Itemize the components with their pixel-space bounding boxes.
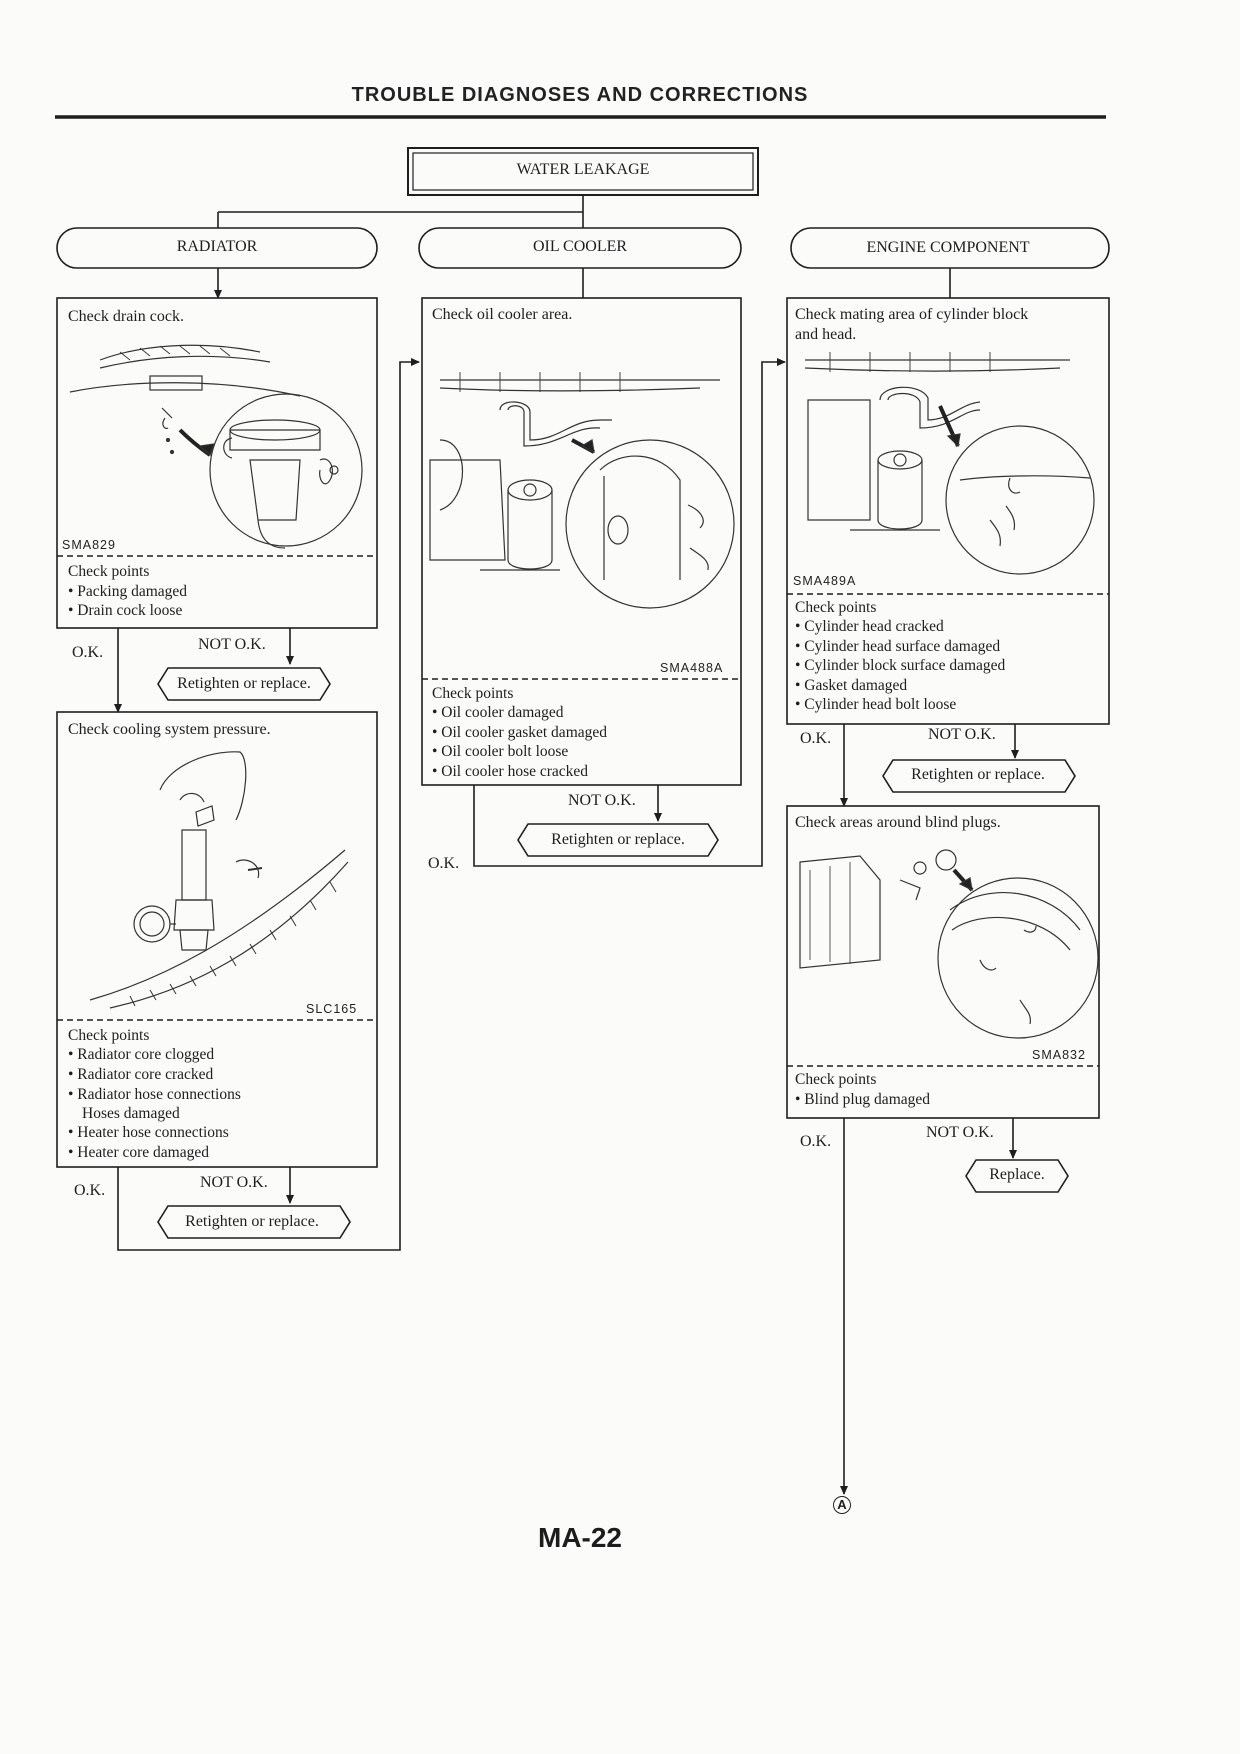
radiator-step1-box xyxy=(56,297,378,629)
oil-cooler-illustration xyxy=(429,372,735,609)
engine-step1-check-item: • Cylinder head surface damaged xyxy=(795,638,1001,655)
engine-step1-check-item: • Cylinder head cracked xyxy=(795,618,944,635)
radiator-step1-check-item: • Drain cock loose xyxy=(68,602,183,619)
radiator-action2-shape xyxy=(157,1205,351,1239)
engine-step1-check-item: • Gasket damaged xyxy=(795,677,908,694)
radiator-step2-check-item: • Radiator hose connections xyxy=(68,1086,241,1103)
engine-step2-box xyxy=(786,805,1100,1119)
engine-action2-shape xyxy=(965,1159,1069,1193)
engine-block-illustration xyxy=(804,352,1095,575)
radiator-step2-ok: O.K. xyxy=(74,1182,106,1199)
radiator-step2-box xyxy=(56,711,378,1168)
radiator-label: RADIATOR xyxy=(176,238,258,255)
start-label: WATER LEAKAGE xyxy=(516,161,650,178)
engine-step1-figure-code: SMA489A xyxy=(793,574,857,588)
engine-label: ENGINE COMPONENT xyxy=(866,239,1030,256)
engine-step1-action: Retighten or replace. xyxy=(911,766,1045,783)
page-number: MA-22 xyxy=(537,1522,623,1553)
engine-pill xyxy=(790,227,1110,269)
drain-cock-illustration xyxy=(69,344,363,549)
blind-plug-illustration xyxy=(799,849,1099,1039)
oil-cooler-ok: O.K. xyxy=(428,855,460,872)
engine-step1-box xyxy=(786,297,1110,725)
radiator-step1-ok: O.K. xyxy=(72,644,104,661)
oil-cooler-pill xyxy=(418,227,742,269)
radiator-step2-check-item: • Radiator core cracked xyxy=(68,1066,214,1083)
engine-step1-check-item: • Cylinder block surface damaged xyxy=(795,657,1006,674)
radiator-step1-not-ok: NOT O.K. xyxy=(198,636,266,653)
start-box-inner xyxy=(412,152,754,191)
engine-step2-figure-code: SMA832 xyxy=(1032,1048,1086,1062)
oil-cooler-check-item: • Oil cooler gasket damaged xyxy=(432,724,608,741)
radiator-action1-shape xyxy=(157,667,331,701)
radiator-step1-instruction: Check drain cock. xyxy=(68,308,184,325)
engine-step1-check-item: • Cylinder head bolt loose xyxy=(795,696,957,713)
engine-step1-ok: O.K. xyxy=(800,730,832,747)
oil-cooler-action-shape xyxy=(517,823,719,857)
connector-a: A xyxy=(833,1496,851,1514)
radiator-step2-check-item: • Heater core damaged xyxy=(68,1144,209,1161)
engine-step1-instruction: Check mating area of cylinder block xyxy=(795,306,1029,323)
oil-cooler-check-title: Check points xyxy=(432,685,514,702)
oil-cooler-check-item: • Oil cooler bolt loose xyxy=(432,743,569,760)
engine-step1-instruction-line2: and head. xyxy=(795,326,857,343)
engine-action1-shape xyxy=(882,759,1076,793)
page-title: TROUBLE DIAGNOSES AND CORRECTIONS xyxy=(351,84,809,106)
engine-step2-instruction: Check areas around blind plugs. xyxy=(795,814,1001,831)
engine-step2-action: Replace. xyxy=(989,1166,1045,1183)
oil-cooler-check-item: • Oil cooler damaged xyxy=(432,704,564,721)
radiator-step2-check-item: • Heater hose connections xyxy=(68,1124,229,1141)
radiator-step1-action: Retighten or replace. xyxy=(177,675,311,692)
engine-step2-check-item: • Blind plug damaged xyxy=(795,1091,931,1108)
oil-cooler-instruction: Check oil cooler area. xyxy=(432,306,573,323)
radiator-step2-action: Retighten or replace. xyxy=(185,1213,319,1230)
radiator-step1-check-item: • Packing damaged xyxy=(68,583,188,600)
engine-step1-check-title: Check points xyxy=(795,599,877,616)
engine-step1-not-ok: NOT O.K. xyxy=(928,726,996,743)
engine-step2-not-ok: NOT O.K. xyxy=(926,1124,994,1141)
pressure-tester-illustration xyxy=(89,751,349,1009)
radiator-pill xyxy=(56,227,378,269)
oil-cooler-figure-code: SMA488A xyxy=(660,661,724,675)
radiator-step1-figure-code: SMA829 xyxy=(62,538,116,552)
radiator-step2-not-ok: NOT O.K. xyxy=(200,1174,268,1191)
radiator-step2-figure-code: SLC165 xyxy=(306,1002,358,1016)
radiator-step2-check-title: Check points xyxy=(68,1027,150,1044)
oil-cooler-label: OIL COOLER xyxy=(532,238,628,255)
oil-cooler-step-box xyxy=(421,297,742,786)
engine-step2-ok: O.K. xyxy=(800,1133,832,1150)
radiator-step1-check-title: Check points xyxy=(68,563,150,580)
radiator-step2-check-item: Hoses damaged xyxy=(82,1105,180,1122)
radiator-step2-instruction: Check cooling system pressure. xyxy=(68,721,271,738)
engine-step2-check-title: Check points xyxy=(795,1071,877,1088)
oil-cooler-action: Retighten or replace. xyxy=(551,831,685,848)
oil-cooler-check-item: • Oil cooler hose cracked xyxy=(432,763,589,780)
oil-cooler-not-ok: NOT O.K. xyxy=(568,792,636,809)
radiator-step2-check-item: • Radiator core clogged xyxy=(68,1046,215,1063)
